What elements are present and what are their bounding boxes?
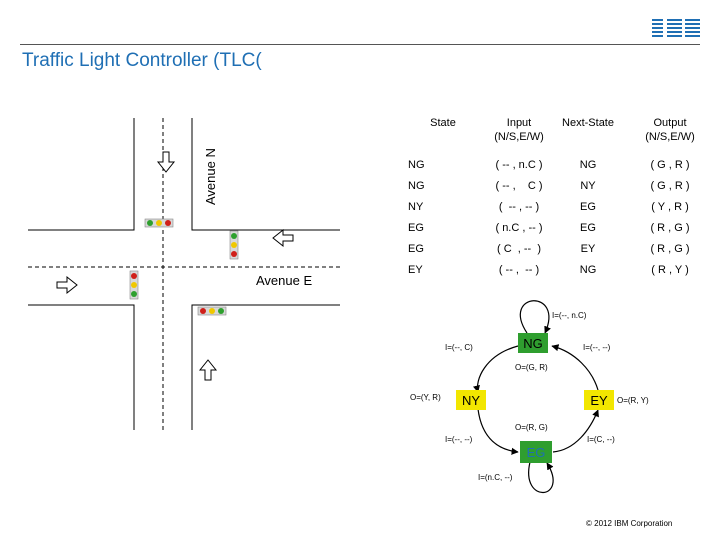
table-cell: ( R , G ) [650, 242, 690, 255]
page-title: Traffic Light Controller (TLC( [22, 50, 262, 71]
table-row: NG ( -- , n.C ) NG ( G , R ) [400, 154, 716, 175]
table-row: NG ( -- , C ) NY ( G , R ) [400, 175, 716, 196]
intersection [28, 118, 340, 430]
curb-se [191, 304, 340, 430]
table-cell: ( R , G ) [650, 221, 690, 234]
table-cell: NG [408, 158, 425, 171]
table-cell: NY [580, 179, 596, 192]
ng-output-label: O=(G, R) [515, 363, 548, 372]
table-row: EG ( n.C , -- ) EG ( R , G ) [400, 217, 716, 238]
curb-sw [28, 304, 135, 430]
state-eg: EG [520, 441, 552, 463]
title-rule [20, 44, 700, 45]
table-cell: ( Y , R ) [651, 200, 689, 213]
copyright-footer: © 2012 IBM Corporation [586, 519, 673, 528]
traffic-light-east-icon [229, 230, 239, 260]
arrow-right-icon [56, 275, 78, 295]
ng-self-loop-arrow [519, 300, 551, 334]
curb-ne [191, 118, 340, 231]
table-header-row: State Input(N/S,E/W) Next-State Output(N… [400, 110, 716, 154]
ey-to-ng-label: I=(--, --) [583, 343, 611, 352]
table-cell: ( -- , -- ) [498, 200, 540, 213]
state-transitions [472, 300, 599, 494]
table-cell: ( -- , n.C ) [495, 158, 543, 171]
table-row: EY ( -- , -- ) NG ( R , Y ) [400, 259, 716, 280]
table-cell: EY [580, 242, 596, 255]
state-ng-label: NG [523, 336, 543, 351]
table-cell: EG [408, 242, 424, 255]
table-cell: EG [408, 221, 424, 234]
state-ny: NY [456, 390, 486, 410]
table-cell: ( -- , C ) [495, 179, 543, 192]
arrow-up-icon [198, 359, 218, 381]
ng-to-ny-label: I=(--, C) [445, 343, 473, 352]
table-header: Input(N/S,E/W) [494, 117, 544, 143]
traffic-light-north-icon [144, 218, 174, 228]
eg-output-label: O=(R, G) [515, 423, 548, 432]
state-ey-label: EY [590, 393, 608, 408]
state-eg-label: EG [527, 445, 546, 460]
state-ng: NG [518, 333, 548, 353]
table-row: NY ( -- , -- ) EG ( Y , R ) [400, 196, 716, 217]
table-cell: EG [580, 221, 596, 234]
table-cell: ( n.C , -- ) [495, 221, 543, 234]
table-cell: NG [579, 263, 597, 276]
ny-output-label: O=(Y, R) [410, 393, 441, 402]
table-row: EG ( C , -- ) EY ( R , G ) [400, 238, 716, 259]
arrow-down-icon [156, 151, 176, 173]
table-header: Output(N/S,E/W) [645, 117, 695, 143]
eg-self-loop-arrow [528, 461, 554, 494]
table-header: Next-State [562, 117, 614, 129]
table-cell: EG [580, 200, 596, 213]
table-cell: NY [408, 200, 424, 213]
table-cell: NG [579, 158, 597, 171]
state-ey: EY [584, 390, 614, 410]
table-cell: EY [408, 263, 423, 276]
eg-to-ey-arrow [552, 409, 599, 453]
table-cell: ( R , Y ) [651, 263, 689, 276]
avenue-n-label: Avenue N [203, 148, 218, 205]
ny-to-eg-arrow [477, 408, 519, 455]
ey-output-label: O=(R, Y) [617, 396, 649, 405]
table-cell: ( C , -- ) [497, 242, 541, 255]
state-ny-label: NY [462, 393, 480, 408]
table-cell: ( -- , -- ) [498, 263, 540, 276]
table-cell: NG [408, 179, 425, 192]
traffic-light-south-icon [197, 306, 227, 316]
ng-self-loop-label: I=(--, n.C) [552, 311, 587, 320]
traffic-light-west-icon [129, 270, 139, 300]
curb-nw [28, 118, 135, 231]
ey-to-ng-arrow [551, 344, 599, 391]
avenue-e-label: Avenue E [256, 273, 312, 288]
ny-to-eg-label: I=(--, --) [445, 435, 473, 444]
state-table: State Input(N/S,E/W) Next-State Output(N… [400, 110, 716, 280]
eg-self-loop-label: I=(n.C, --) [478, 473, 513, 482]
ng-to-ny-arrow [472, 345, 519, 393]
table-cell: ( G , R ) [650, 179, 690, 192]
ibm-logo [652, 18, 700, 40]
table-header: State [430, 117, 456, 129]
table-cell: ( G , R ) [650, 158, 690, 171]
eg-to-ey-label: I=(C, --) [587, 435, 615, 444]
arrow-left-icon [272, 228, 294, 248]
